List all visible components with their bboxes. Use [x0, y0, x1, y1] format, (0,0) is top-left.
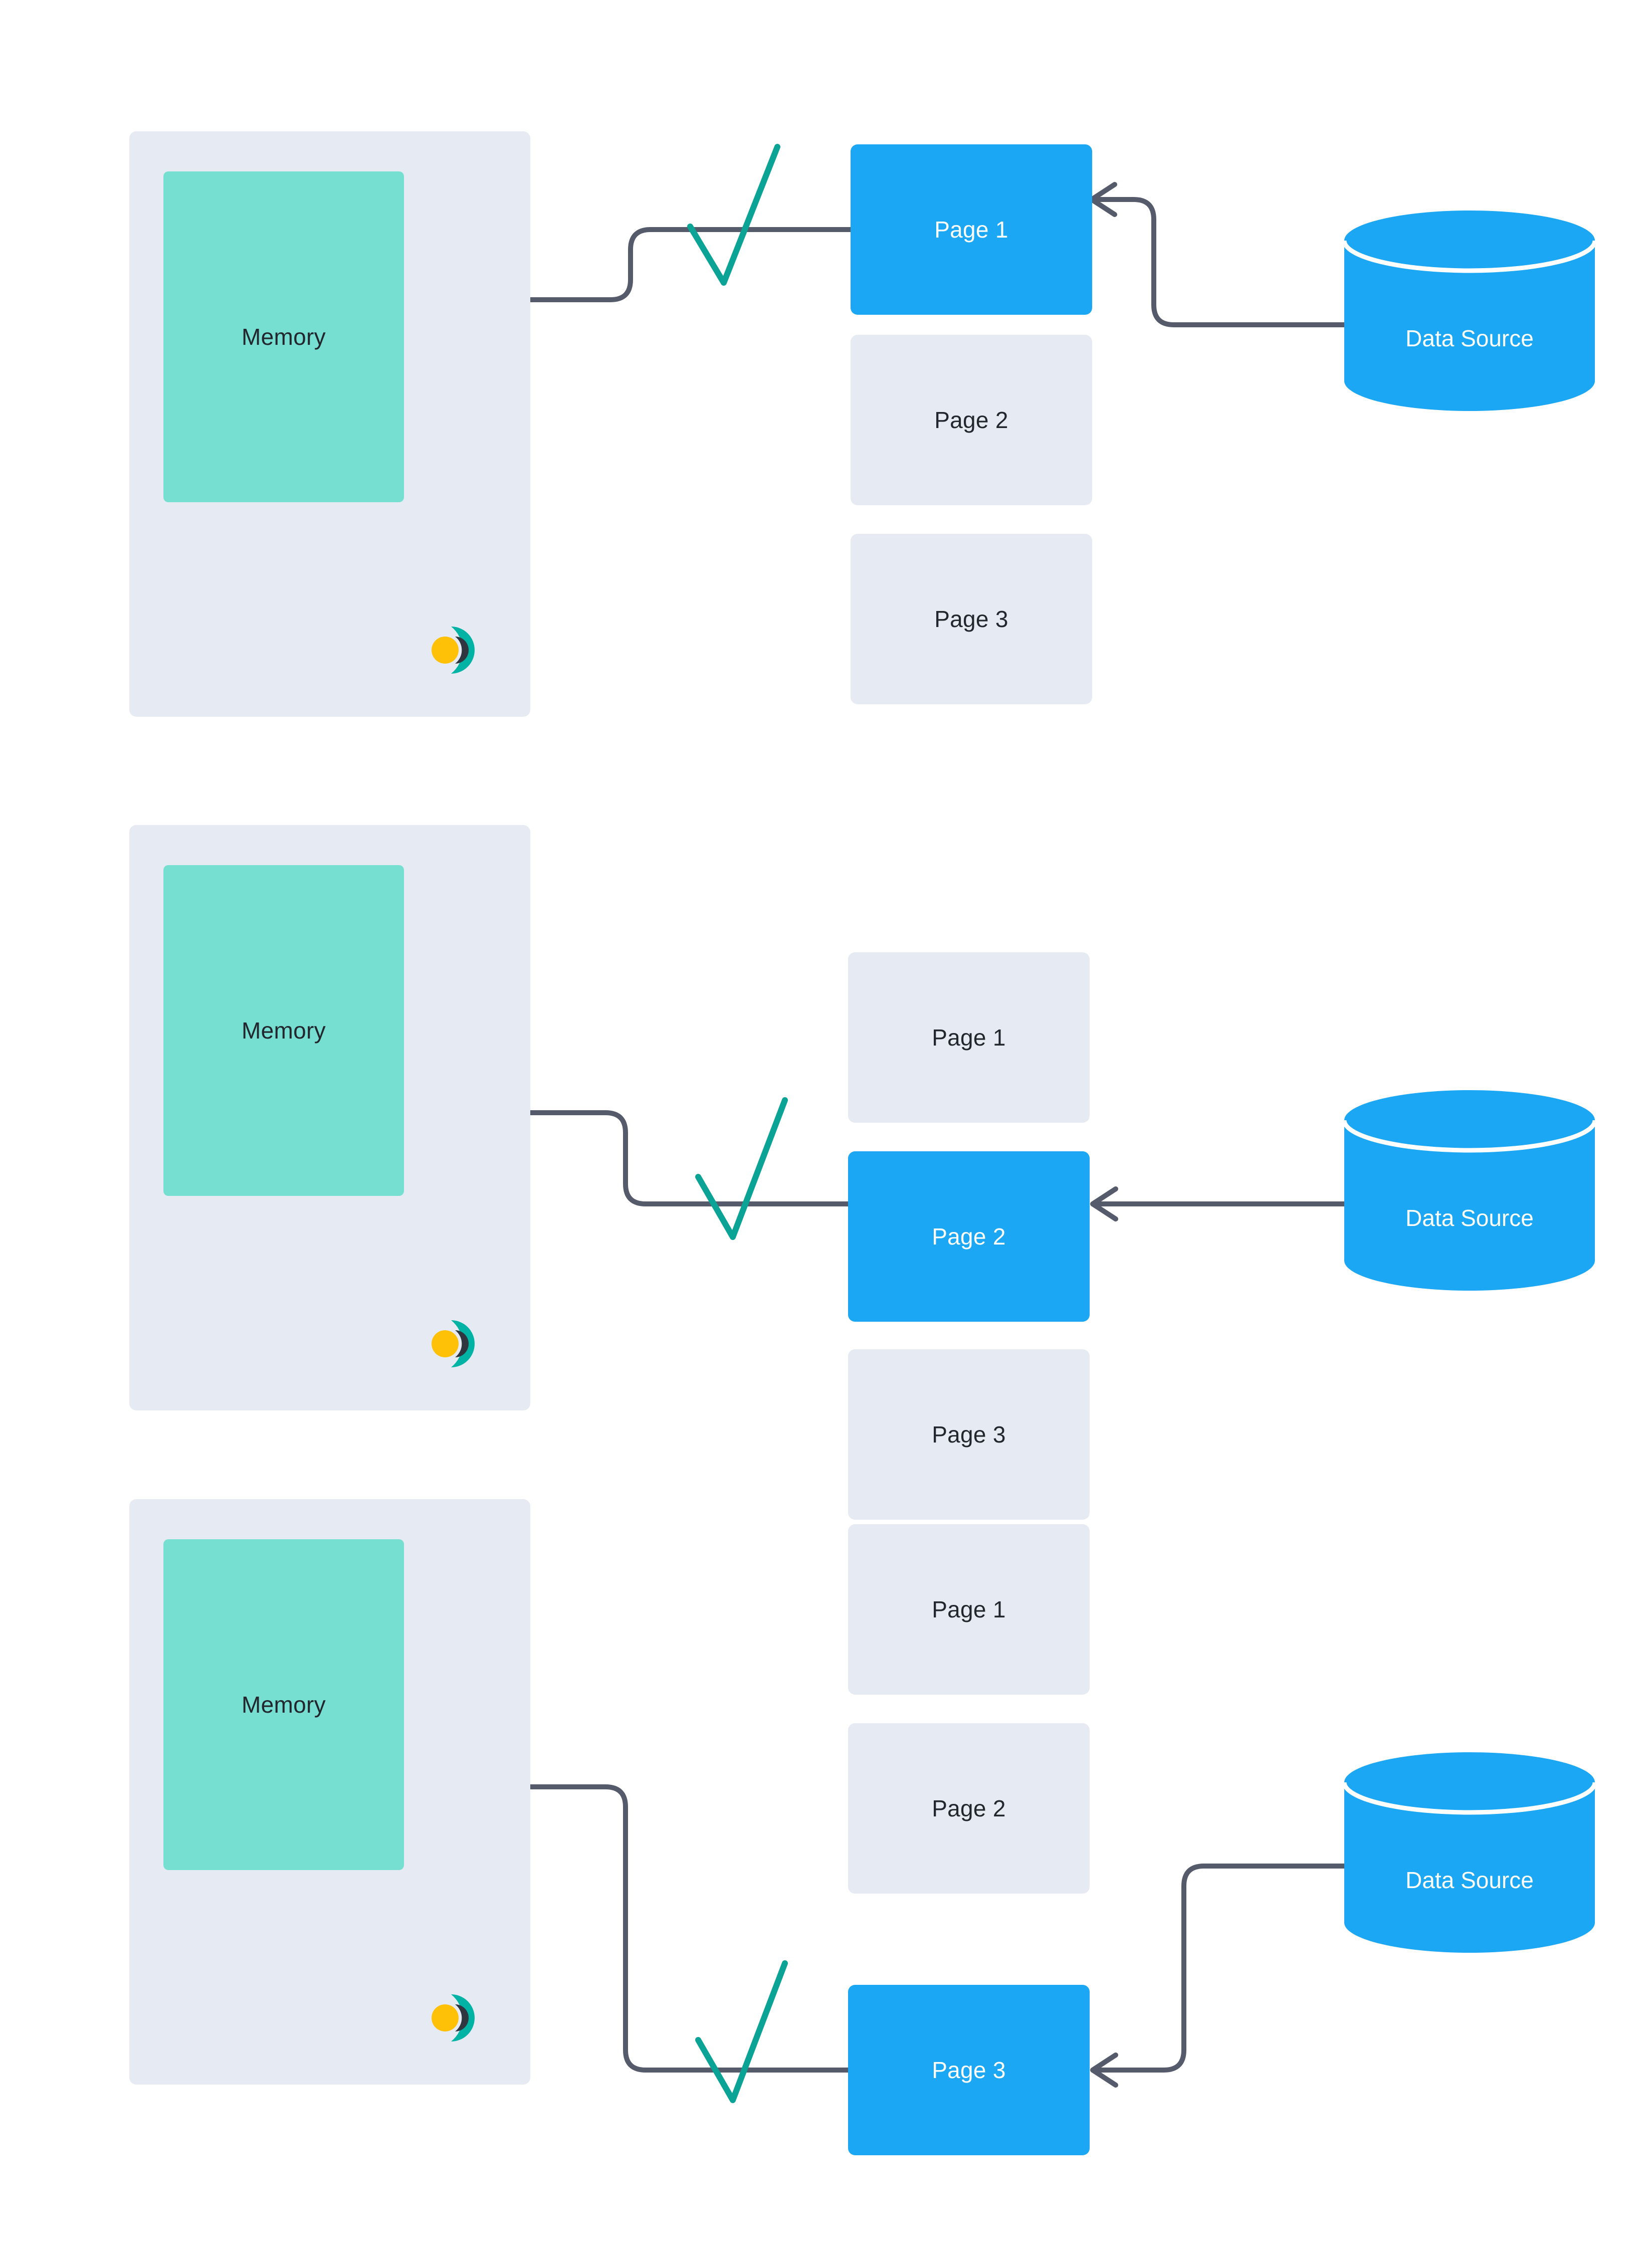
check-icon-1 — [687, 144, 780, 286]
data-source-1[interactable]: Data Source — [1342, 211, 1597, 411]
page-label: Page 2 — [932, 1795, 1006, 1821]
panel-step-2: Memory Page 1 Page 2 Page 3 Data So — [0, 807, 1652, 1524]
cylinder-shape — [1342, 1752, 1597, 1953]
brand-logo-2 — [432, 1320, 475, 1367]
page-box-3-3[interactable]: Page 3 — [848, 1985, 1090, 2155]
page-box-1-2[interactable]: Page 2 — [851, 335, 1092, 505]
memory-label: Memory — [242, 1017, 326, 1044]
wire-datasource-to-page3 — [1093, 1864, 1347, 2073]
wire-page1-to-memory — [412, 227, 853, 302]
page-label: Page 2 — [934, 407, 1008, 433]
panel-step-3: Memory Page 1 Page 2 Page 3 Data So — [0, 1499, 1652, 2240]
page-label: Page 3 — [932, 1421, 1006, 1448]
page-label: Page 2 — [932, 1223, 1006, 1250]
page-label: Page 3 — [934, 606, 1008, 632]
memory-block-3[interactable]: Memory — [163, 1539, 404, 1870]
page-box-3-1[interactable]: Page 1 — [848, 1524, 1090, 1695]
panel-step-1: Memory Page 1 Page 2 Page 3 Data So — [0, 90, 1652, 807]
logo-yellow-dot — [432, 2004, 459, 2031]
page-label: Page 1 — [932, 1596, 1006, 1622]
memory-block-2[interactable]: Memory — [163, 865, 404, 1196]
page-box-2-2[interactable]: Page 2 — [848, 1151, 1090, 1322]
page-box-1-1[interactable]: Page 1 — [851, 144, 1092, 315]
page-box-3-2[interactable]: Page 2 — [848, 1723, 1090, 1894]
memory-container-2: Memory — [129, 825, 530, 1410]
cylinder-shape — [1342, 211, 1597, 411]
wire-page2-to-memory — [412, 1110, 851, 1206]
logo-dark-crescent — [455, 2004, 469, 2031]
check-icon-2 — [695, 1097, 788, 1240]
arrowhead-page3 — [1090, 2052, 1118, 2088]
logo-yellow-dot — [432, 1330, 459, 1357]
page-box-2-1[interactable]: Page 1 — [848, 952, 1090, 1123]
memory-label: Memory — [242, 1692, 326, 1718]
cylinder-shape — [1342, 1090, 1597, 1291]
data-source-3[interactable]: Data Source — [1342, 1752, 1597, 1953]
brand-logo-3 — [432, 1994, 475, 2041]
data-source-2[interactable]: Data Source — [1342, 1090, 1597, 1291]
wire-page3-to-memory — [412, 1784, 851, 2073]
memory-container-1: Memory — [129, 131, 530, 717]
memory-label: Memory — [242, 324, 326, 350]
memory-container-3: Memory — [129, 1499, 530, 2085]
brand-logo-1 — [432, 627, 475, 674]
wire-datasource-to-page1 — [1092, 197, 1347, 327]
logo-yellow-dot — [432, 637, 459, 664]
page-label: Page 1 — [934, 217, 1008, 243]
page-box-1-3[interactable]: Page 3 — [851, 534, 1092, 704]
memory-block-1[interactable]: Memory — [163, 171, 404, 502]
arrowhead-page2 — [1090, 1186, 1118, 1221]
page-label: Page 1 — [932, 1024, 1006, 1051]
logo-dark-crescent — [455, 637, 469, 664]
page-label: Page 3 — [932, 2057, 1006, 2083]
logo-dark-crescent — [455, 1330, 469, 1357]
page-box-2-3[interactable]: Page 3 — [848, 1349, 1090, 1520]
check-icon-3 — [695, 1960, 788, 2103]
